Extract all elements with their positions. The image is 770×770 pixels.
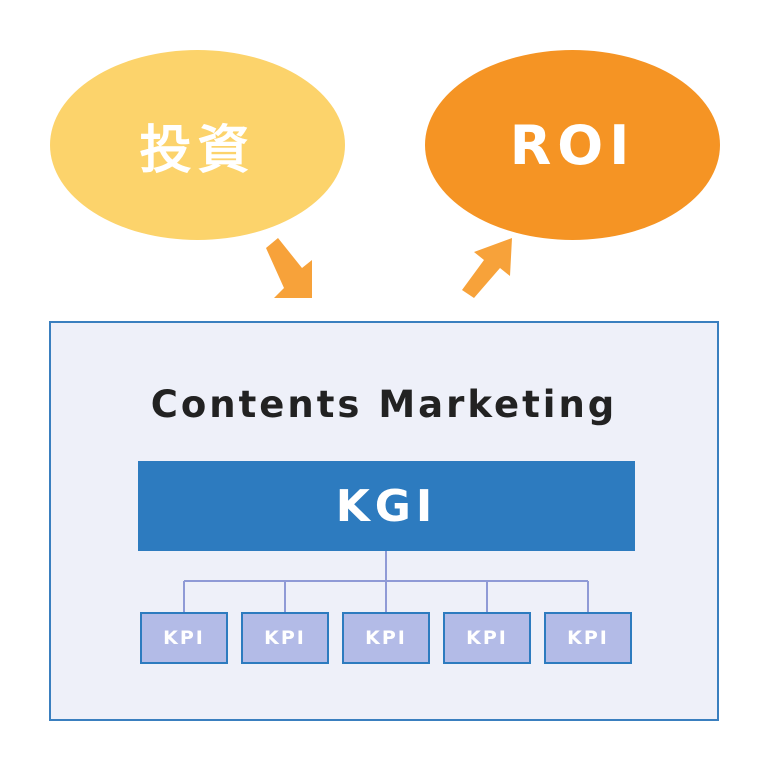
investment-label: 投資	[139, 120, 256, 181]
arrow-up-shape	[462, 238, 512, 298]
kpi-box: KPI	[544, 612, 632, 664]
kpi-label: KPI	[466, 627, 508, 649]
arrow-down-shape	[266, 238, 312, 298]
kgi-box: KGI	[138, 461, 635, 551]
roi-ellipse: ROI	[425, 50, 720, 240]
kpi-box: KPI	[241, 612, 329, 664]
kpi-box: KPI	[443, 612, 531, 664]
kpi-label: KPI	[567, 627, 609, 649]
kpi-label: KPI	[264, 627, 306, 649]
contents-marketing-panel: Contents Marketing KGI KPI KPI KPI	[49, 321, 719, 721]
roi-label: ROI	[509, 113, 636, 177]
arrow-up-icon	[462, 238, 512, 298]
kpi-label: KPI	[365, 627, 407, 649]
kpi-box: KPI	[140, 612, 228, 664]
arrow-down-icon	[266, 238, 312, 298]
kgi-label: KGI	[335, 480, 438, 532]
investment-ellipse: 投資	[50, 50, 345, 240]
kpi-box: KPI	[342, 612, 430, 664]
panel-title: Contents Marketing	[150, 383, 618, 426]
kpi-label: KPI	[163, 627, 205, 649]
